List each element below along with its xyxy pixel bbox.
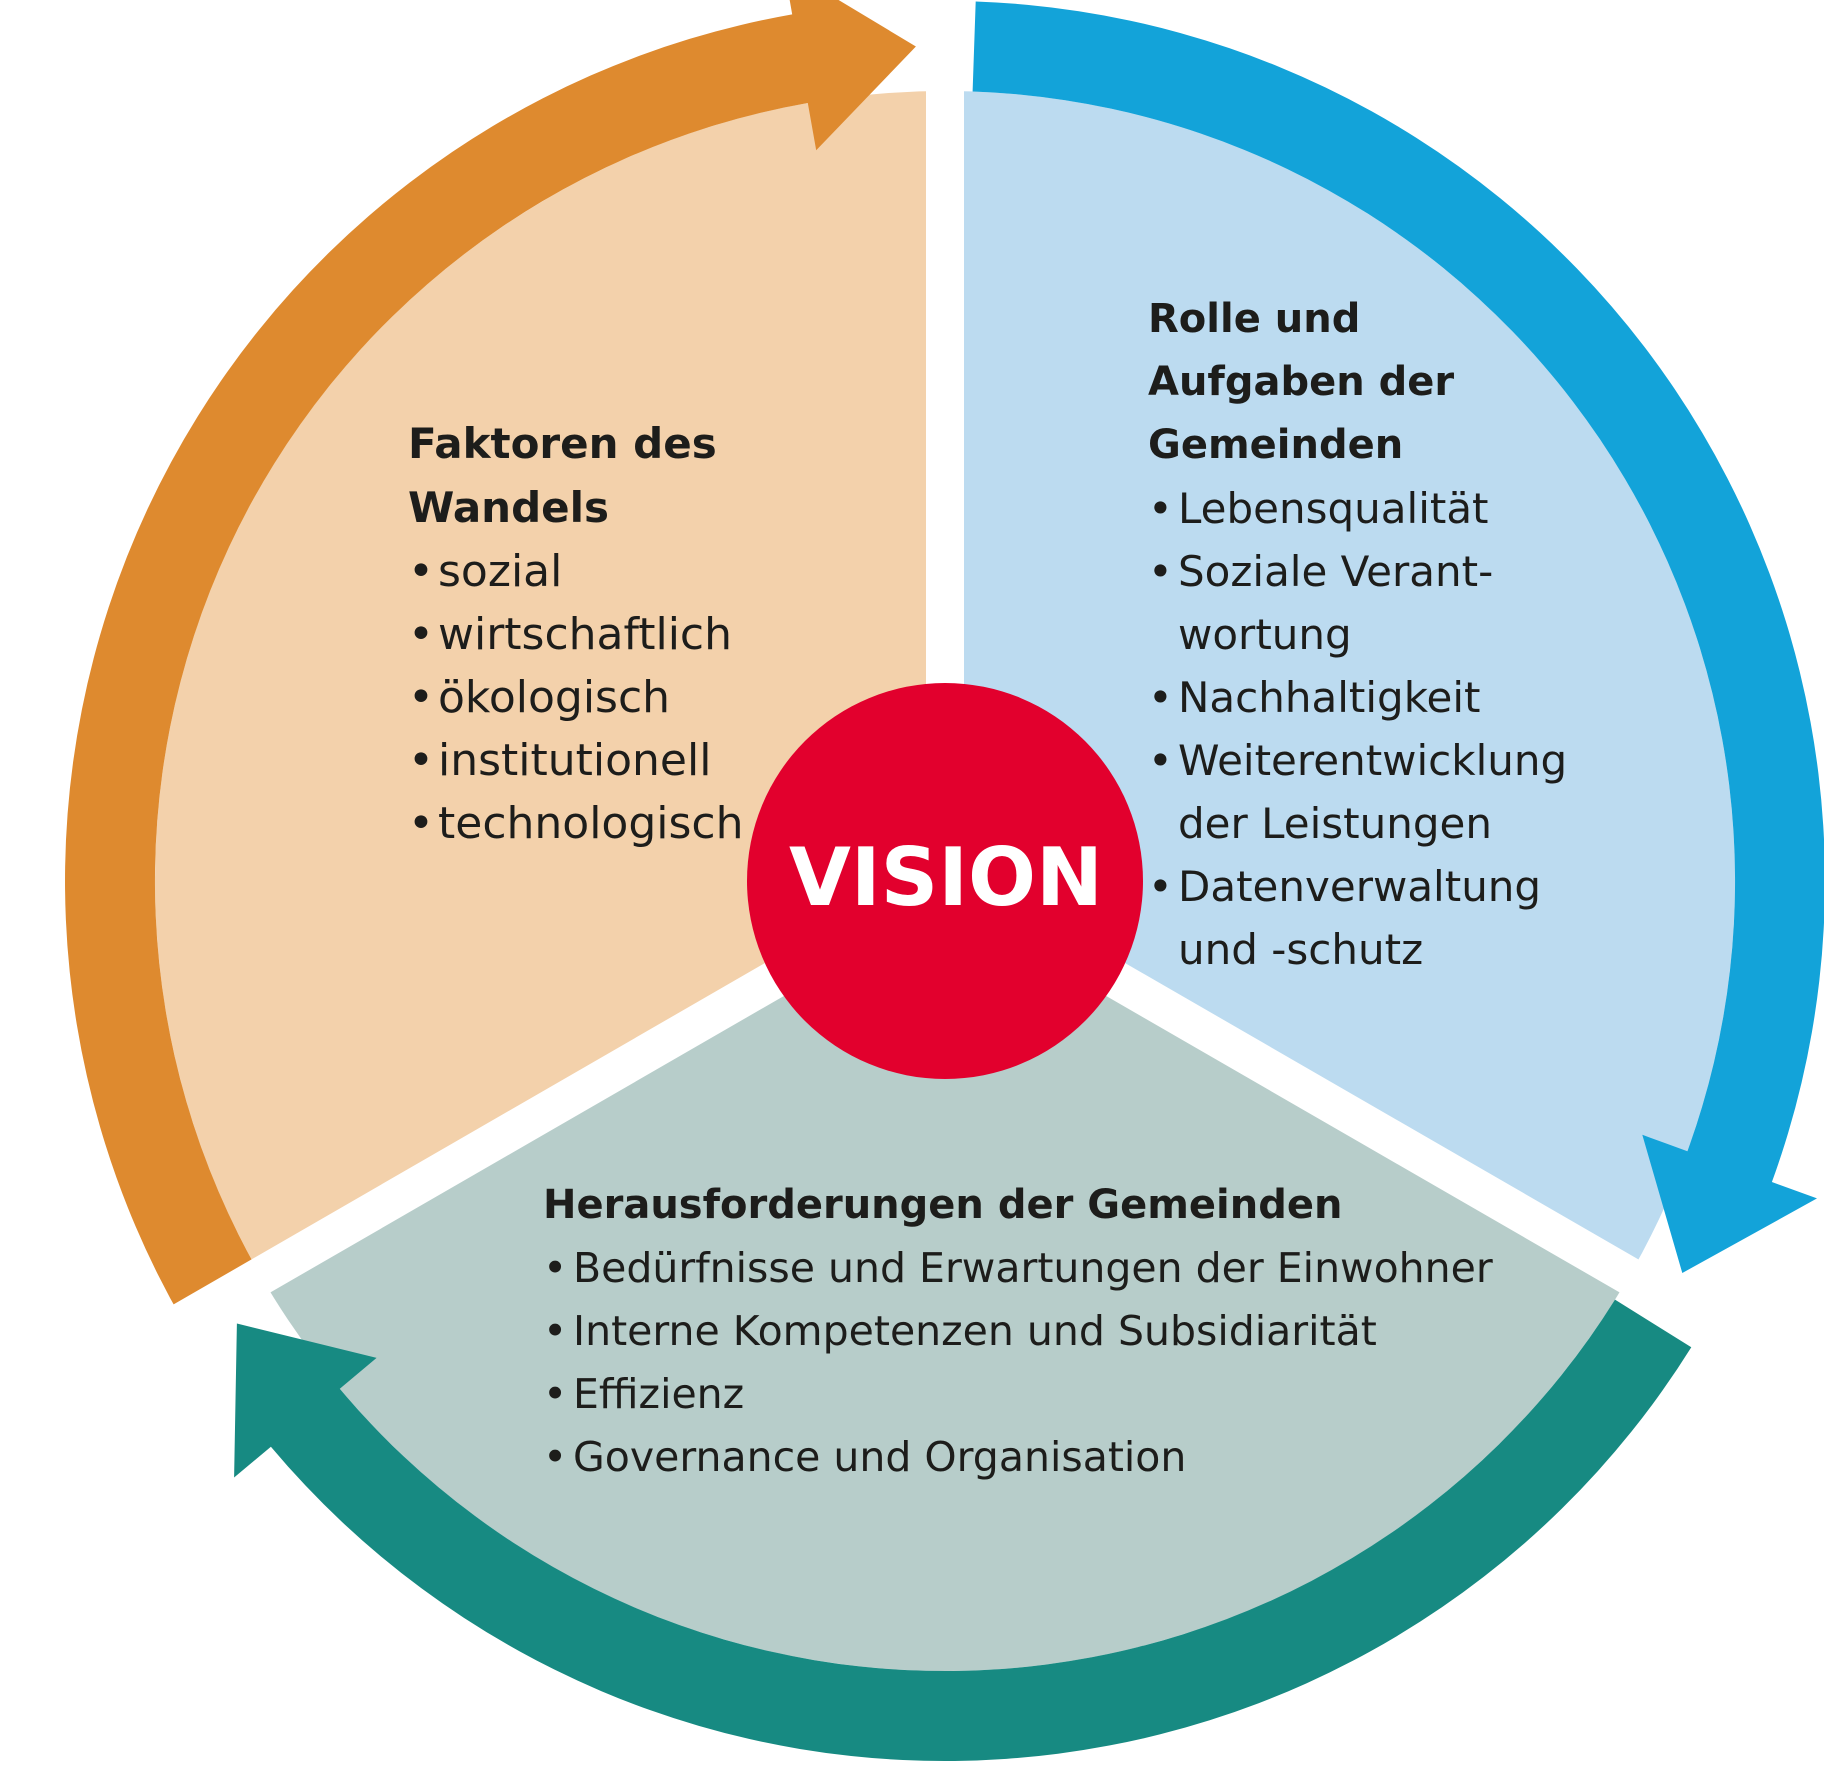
role-and-tasks-title: Rolle und Aufgaben der Gemeinden: [1148, 288, 1567, 477]
role-and-tasks-list: Lebensqualität Soziale Verant- wortung N…: [1148, 477, 1567, 981]
list-item: institutionell: [408, 729, 744, 792]
title-line: Gemeinden: [1148, 422, 1404, 468]
list-item: Effizienz: [543, 1363, 1493, 1426]
list-item-continuation: der Leistungen: [1178, 799, 1492, 848]
factors-of-change-title: Faktoren des Wandels: [408, 412, 744, 540]
list-item: Lebensqualität: [1148, 477, 1567, 540]
list-item: Datenverwaltung: [1148, 855, 1567, 918]
list-item: wirtschaftlich: [408, 603, 744, 666]
list-item: technologisch: [408, 792, 744, 855]
title-line: Faktoren des: [408, 419, 717, 468]
role-and-tasks-block: Rolle und Aufgaben der Gemeinden Lebensq…: [1148, 288, 1567, 981]
list-item: Nachhaltigkeit: [1148, 666, 1567, 729]
list-item: Weiterentwicklung: [1148, 729, 1567, 792]
list-item: Soziale Verant-: [1148, 540, 1567, 603]
factors-of-change-block: Faktoren des Wandels sozial wirtschaftli…: [408, 412, 744, 855]
blue-cycle-arrow: [972, 1, 1824, 1273]
list-item: ökologisch: [408, 666, 744, 729]
vision-label: VISION: [788, 831, 1104, 924]
orange-cycle-arrow: [65, 0, 916, 1321]
title-line: Rolle und: [1148, 296, 1361, 342]
title-line: Aufgaben der: [1148, 359, 1455, 405]
challenges-title: Herausforderungen der Gemeinden: [543, 1173, 1493, 1237]
title-line: Herausforderungen der Gemeinden: [543, 1182, 1343, 1228]
list-item: Bedürfnisse und Erwartungen der Einwohne…: [543, 1237, 1493, 1300]
teal-cycle-arrow: [234, 1299, 1692, 1762]
factors-of-change-list: sozial wirtschaftlich ökologisch institu…: [408, 540, 744, 855]
challenges-list: Bedürfnisse und Erwartungen der Einwohne…: [543, 1237, 1493, 1489]
challenges-block: Herausforderungen der Gemeinden Bedürfni…: [543, 1173, 1493, 1489]
list-item: Governance und Organisation: [543, 1426, 1493, 1489]
list-item: Interne Kompetenzen und Subsidiarität: [543, 1300, 1493, 1363]
list-item-continuation: und -schutz: [1178, 925, 1424, 974]
list-item: sozial: [408, 540, 744, 603]
vision-center-circle: [747, 683, 1143, 1079]
title-line: Wandels: [408, 483, 610, 532]
list-item-continuation: wortung: [1178, 610, 1352, 659]
